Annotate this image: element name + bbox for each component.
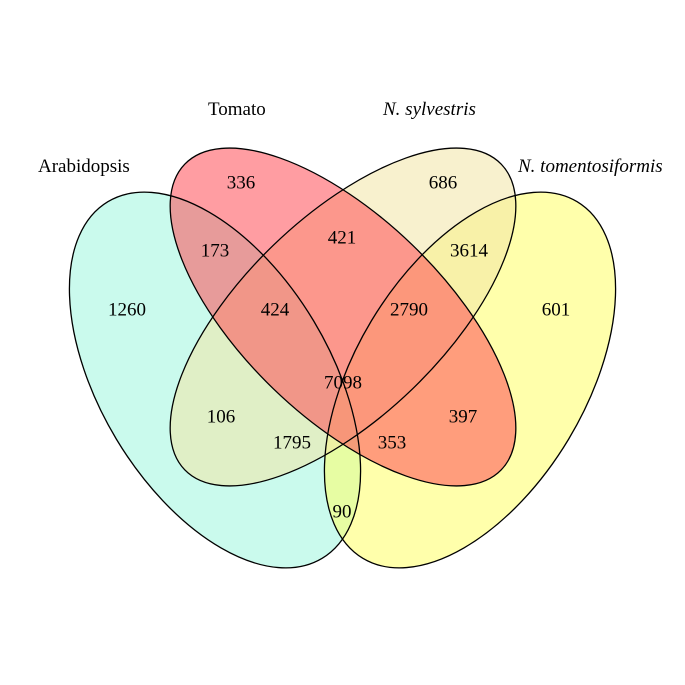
label-arabidopsis: Arabidopsis	[38, 156, 130, 177]
count-tomato-tomentosiformis: 397	[449, 406, 478, 427]
count-arabidopsis-sylvestris-tomentosiformis: 1795	[273, 432, 311, 453]
label-sylvestris: N. sylvestris	[382, 99, 476, 120]
count-arabidopsis-only: 1260	[108, 299, 146, 320]
count-arabidopsis-tomato: 173	[201, 240, 230, 261]
count-tomentosiformis-only: 601	[542, 299, 571, 320]
arabidopsis-outline	[68, 191, 362, 569]
count-tomato-only: 336	[227, 172, 256, 193]
count-arabidopsis-sylvestris: 106	[207, 406, 236, 427]
count-tomato-sylvestris: 421	[328, 227, 357, 248]
count-arabidopsis-tomato-sylvestris: 424	[261, 299, 290, 320]
region-counts: 1260 336 686 601 173 421 3614 424 2790 7…	[108, 172, 570, 522]
count-arabidopsis-tomentosiformis: 90	[333, 501, 352, 522]
count-sylvestris-only: 686	[429, 172, 458, 193]
tomentosiformis-outline	[323, 191, 617, 569]
label-tomato: Tomato	[208, 99, 266, 120]
tomato-ellipse	[170, 148, 516, 486]
count-sylvestris-tomentosiformis: 3614	[450, 240, 489, 261]
tomato-outline	[169, 147, 517, 487]
set-fills	[69, 148, 616, 568]
set-outlines	[68, 147, 617, 569]
count-all-four: 7098	[324, 372, 362, 393]
label-tomentosiformis: N. tomentosiformis	[517, 156, 663, 177]
count-tomato-sylvestris-tomentosiformis: 2790	[390, 299, 428, 320]
count-arabidopsis-tomato-tomentosiformis: 353	[378, 432, 407, 453]
sylvestris-outline	[169, 147, 517, 487]
set-labels: Arabidopsis Tomato N. sylvestris N. tome…	[38, 99, 663, 177]
